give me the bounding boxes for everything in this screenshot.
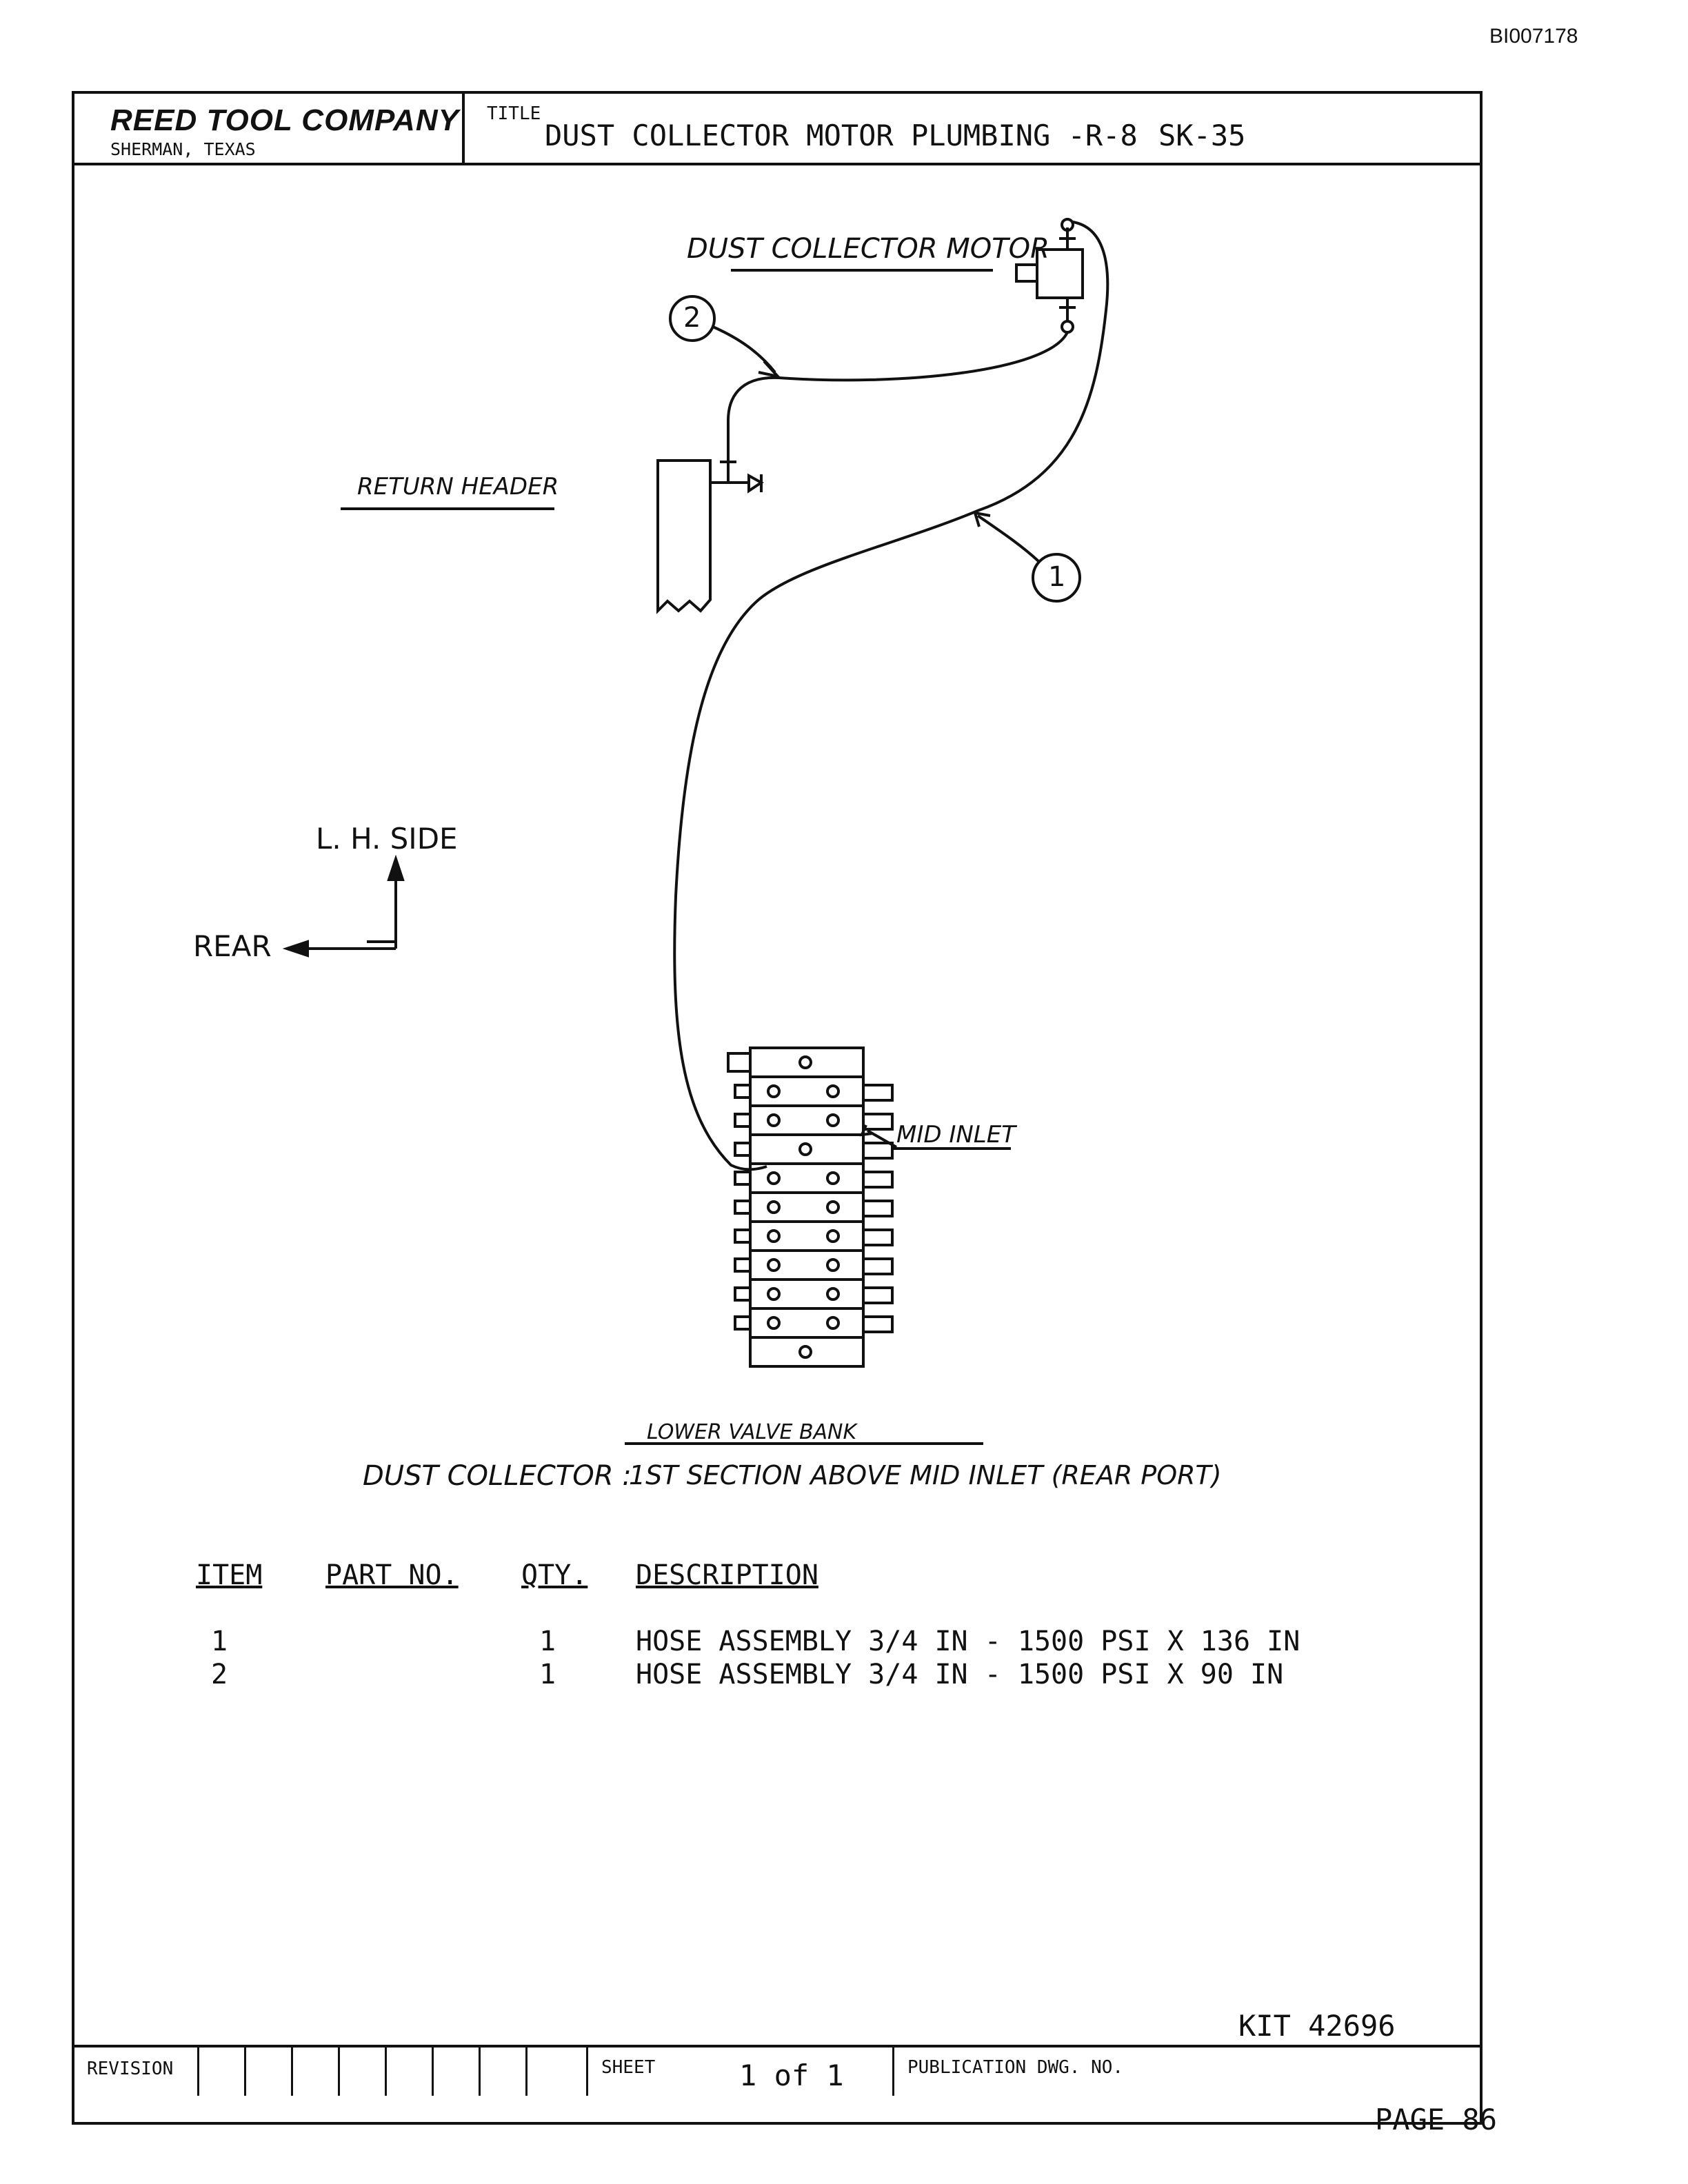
company-name: REED TOOL COMPANY	[110, 103, 459, 137]
valve-left-fitting	[734, 1200, 752, 1215]
valve-port	[767, 1113, 781, 1127]
valve-port	[826, 1200, 840, 1214]
page-number: PAGE 86	[1375, 2103, 1498, 2136]
header-description: DESCRIPTION	[636, 1559, 818, 1591]
row-1-item: 1	[211, 1626, 228, 1657]
valve-left-fitting	[734, 1257, 752, 1273]
row-1-description: HOSE ASSEMBLY 3/4 IN - 1500 PSI X 136 IN	[636, 1626, 1300, 1657]
valve-right-fitting	[862, 1228, 894, 1246]
valve-port	[767, 1200, 781, 1214]
valve-port	[826, 1229, 840, 1243]
header-part-no: PART NO.	[325, 1559, 459, 1591]
row-2-description: HOSE ASSEMBLY 3/4 IN - 1500 PSI X 90 IN	[636, 1659, 1284, 1690]
lower-valve-bank	[727, 1046, 894, 1368]
valve-right-fitting	[862, 1171, 894, 1189]
valve-right-fitting	[862, 1113, 894, 1131]
revision-label: REVISION	[87, 2059, 174, 2079]
mid-inlet-label: MID INLET	[896, 1121, 1016, 1149]
valve-right-fitting	[862, 1286, 894, 1304]
valve-port	[826, 1287, 840, 1301]
valve-port	[767, 1229, 781, 1243]
header-qty: QTY.	[521, 1559, 588, 1591]
orientation-indicator	[282, 854, 405, 958]
valve-left-fitting	[734, 1084, 752, 1099]
valve-right-fitting	[862, 1257, 894, 1275]
valve-port	[826, 1113, 840, 1127]
hose-1	[673, 221, 1109, 1171]
valve-port	[798, 1345, 812, 1359]
publication-label: PUBLICATION DWG. NO.	[907, 2057, 1124, 2078]
note-text: 1ST SECTION ABOVE MID INLET (REAR PORT)	[629, 1460, 1222, 1490]
mid-inlet-leader	[859, 1124, 1011, 1150]
valve-section	[749, 1046, 865, 1078]
title-block-separator	[462, 91, 465, 164]
drawing-title: DUST COLLECTOR MOTOR PLUMBING -R-8	[545, 119, 1138, 152]
header-item: ITEM	[196, 1559, 263, 1591]
row-2-qty: 1	[539, 1659, 556, 1690]
valve-right-fitting	[862, 1200, 894, 1217]
valve-port	[767, 1287, 781, 1301]
row-1-qty: 1	[539, 1626, 556, 1657]
valve-port	[798, 1142, 812, 1156]
valve-port	[767, 1316, 781, 1330]
valve-left-fitting	[734, 1315, 752, 1331]
publication-cell-divider	[892, 2045, 894, 2096]
valve-left-fitting	[734, 1228, 752, 1244]
revision-cell-divider	[338, 2045, 340, 2096]
revision-cell-divider	[525, 2045, 528, 2096]
rear-label: REAR	[193, 929, 272, 963]
revision-cell-divider	[244, 2045, 246, 2096]
valve-left-fitting	[734, 1142, 752, 1157]
callout-2-leader	[669, 295, 782, 379]
valve-left-fitting	[734, 1113, 752, 1128]
valve-port	[767, 1084, 781, 1098]
return-header-label: RETURN HEADER	[357, 473, 559, 501]
footer-divider	[72, 2045, 1483, 2048]
hose-2	[727, 332, 1069, 462]
callout-1-leader	[973, 511, 1081, 603]
sheet-label: SHEET	[601, 2057, 656, 2078]
drawing-frame	[72, 91, 1483, 2125]
valve-right-fitting	[862, 1084, 894, 1102]
motor-label: DUST COLLECTOR MOTOR	[687, 233, 1049, 265]
kit-number: KIT 42696	[1238, 2009, 1396, 2043]
revision-cell-divider	[385, 2045, 387, 2096]
callout-2-number: 2	[683, 302, 701, 334]
valve-right-fitting	[862, 1315, 894, 1333]
valve-port	[767, 1258, 781, 1272]
revision-cell-divider	[197, 2045, 199, 2096]
valve-port	[826, 1316, 840, 1330]
valve-section	[749, 1133, 865, 1165]
revision-cell-divider	[432, 2045, 434, 2096]
title-block-divider	[72, 163, 1483, 165]
valve-port	[767, 1171, 781, 1185]
valve-right-fitting	[862, 1142, 894, 1160]
valve-port	[826, 1084, 840, 1098]
valve-port	[798, 1055, 812, 1069]
valve-port	[826, 1171, 840, 1185]
revision-cell-divider	[291, 2045, 293, 2096]
valve-left-fitting	[734, 1286, 752, 1302]
note-prefix: DUST COLLECTOR :	[363, 1460, 632, 1492]
company-location: SHERMAN, TEXAS	[110, 139, 256, 159]
title-label: TITLE	[487, 103, 541, 124]
sketch-number: SK-35	[1158, 119, 1246, 152]
valve-left-fitting	[734, 1171, 752, 1186]
row-2-item: 2	[211, 1659, 228, 1690]
sheet-cell-divider	[586, 2045, 588, 2096]
valve-section	[749, 1336, 865, 1368]
lower-valve-bank-label: LOWER VALVE BANK	[647, 1420, 857, 1444]
sheet-value: 1 of 1	[739, 2059, 844, 2092]
valve-port	[826, 1258, 840, 1272]
callout-1-number: 1	[1048, 561, 1066, 593]
revision-cell-divider	[479, 2045, 481, 2096]
valve-left-fitting	[727, 1052, 752, 1073]
lh-side-label: L. H. SIDE	[316, 822, 458, 856]
return-header	[656, 459, 764, 614]
document-id: BI007178	[1489, 25, 1578, 48]
